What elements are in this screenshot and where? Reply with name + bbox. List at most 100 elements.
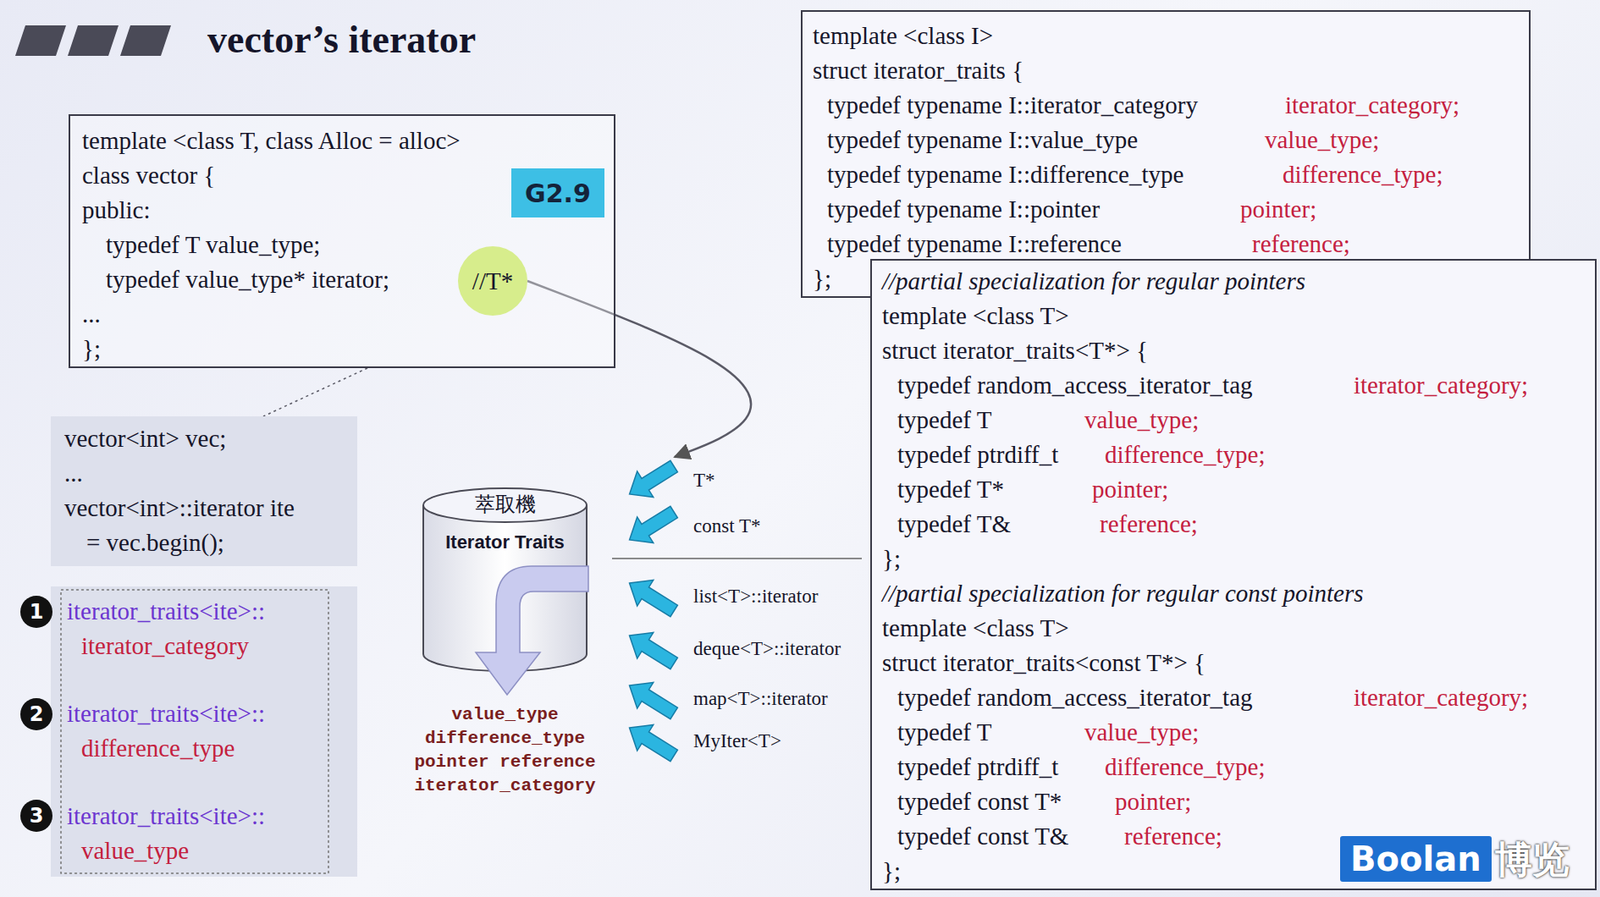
callout-number: 2	[20, 698, 53, 731]
input-arrow: map<T>::iterator	[615, 675, 828, 723]
code-box: template <class I>struct iterator_traits…	[800, 10, 1531, 298]
type-name: deque<T>::iterator	[693, 625, 841, 674]
code-row: ...	[50, 456, 358, 492]
code-row: typedef value_type* iterator;	[70, 262, 614, 298]
code-line: difference_type	[81, 731, 235, 767]
code-row: typedef typename I::pointerpointer;	[802, 192, 1529, 227]
block-arrow	[615, 502, 687, 551]
code-line: typedef T value_type;	[105, 227, 320, 263]
code-line: template <class T>	[882, 298, 1070, 334]
code-row: value_type	[66, 833, 265, 869]
code-line: difference_type;	[1104, 750, 1265, 785]
code-line: iterator_category	[81, 628, 249, 664]
code-line: typedef const T&	[897, 819, 1069, 855]
type-name: list<T>::iterator	[693, 573, 818, 621]
grey-panel	[50, 586, 358, 878]
code-row: iterator_traits<ite>::	[66, 696, 265, 732]
block-arrow-shape	[621, 715, 683, 769]
code-line: //partial specialization for regular con…	[882, 576, 1363, 612]
code-line: ...	[82, 297, 101, 332]
code-row: iterator_traits<ite>::	[66, 594, 265, 629]
badge-text: G2.9	[524, 178, 591, 209]
code-row: = vec.begin();	[50, 525, 358, 561]
code-row: template <class I>	[802, 18, 1529, 54]
block-arrow	[615, 675, 687, 723]
code-row: typedef typename I::iterator_categoryite…	[802, 88, 1529, 123]
block-arrow-shape	[621, 570, 683, 624]
code-line: = vec.begin();	[86, 525, 225, 561]
cylinder-text: Iterator Traits	[421, 530, 589, 555]
callout-number: 1	[20, 595, 53, 629]
block-arrow	[615, 573, 687, 621]
code-line: template <class T>	[882, 611, 1070, 646]
code-line: typedef typename I::value_type	[827, 122, 1138, 158]
code-row: iterator_category	[66, 628, 265, 664]
code-row: template <class T>	[871, 298, 1595, 334]
code-line: typedef typename I::reference	[827, 226, 1122, 262]
query-item: iterator_traits<ite>::value_type	[66, 799, 265, 869]
code-row: //partial specialization for regular poi…	[871, 264, 1595, 299]
input-arrow: MyIter<T>	[615, 717, 782, 766]
code-row: typedef T* pointer;	[871, 472, 1595, 508]
code-line: struct iterator_traits<T*> {	[882, 333, 1148, 369]
code-line: };	[882, 854, 901, 889]
traits-cylinder: 萃取機Iterator Traitsvalue_type difference_…	[421, 486, 589, 674]
dashed-frame	[60, 590, 329, 874]
code-line: value_type	[81, 833, 189, 869]
code-row: typedef ptrdiff_tdifference_type;	[871, 750, 1595, 785]
code-line: value_type;	[1264, 122, 1380, 158]
title-stripe	[15, 25, 67, 56]
code-row: };	[70, 331, 614, 367]
code-line: reference;	[1124, 819, 1223, 855]
code-line: template <class T, class Alloc = alloc>	[82, 123, 461, 159]
code-line: typedef random_access_iterator_tag	[897, 368, 1253, 403]
code-row: template <class T>	[871, 611, 1595, 646]
cylinder-text: value_type difference_type pointer refer…	[413, 703, 596, 799]
code-line: struct iterator_traits<const T*> {	[882, 645, 1206, 681]
input-arrow: T*	[615, 457, 716, 505]
code-line: };	[82, 331, 101, 367]
code-row: ...	[70, 297, 614, 332]
code-line: typedef T	[897, 715, 992, 751]
code-line: struct iterator_traits {	[812, 53, 1024, 89]
block-arrow-shape	[621, 499, 683, 553]
code-line: typedef T	[897, 402, 992, 438]
type-name: const T*	[693, 502, 761, 551]
code-line: pointer;	[1240, 192, 1317, 227]
code-row: difference_type	[66, 731, 265, 767]
code-row: struct iterator_traits<const T*> {	[871, 645, 1595, 681]
code-line: typedef ptrdiff_t	[897, 437, 1059, 473]
code-line: pointer;	[1092, 472, 1169, 508]
watermark: Boolan	[1340, 836, 1492, 883]
code-line: pointer;	[1114, 784, 1192, 820]
code-row: typedef random_access_iterator_tagiterat…	[871, 680, 1595, 716]
query-item: iterator_traits<ite>::difference_type	[66, 696, 265, 767]
code-row: };	[871, 541, 1595, 577]
code-row: typedef T value_type;	[871, 402, 1595, 438]
code-line: template <class I>	[812, 18, 994, 54]
code-line: value_type;	[1084, 402, 1199, 438]
code-row: typedef typename I::difference_typediffe…	[802, 157, 1529, 193]
cylinder-text: 萃取機	[421, 491, 589, 518]
code-row: typedef T value_type;	[871, 715, 1595, 751]
code-line: typedef T*	[897, 472, 1005, 508]
block-arrow	[615, 625, 687, 674]
callout-number: 3	[20, 800, 53, 833]
code-row: iterator_traits<ite>::	[66, 799, 265, 834]
code-line: value_type;	[1084, 715, 1199, 751]
code-row: vector<int>::iterator ite	[50, 491, 358, 526]
code-line: typedef random_access_iterator_tag	[897, 680, 1253, 716]
code-line: typedef const T*	[897, 784, 1062, 820]
block-arrow-shape	[621, 623, 683, 677]
code-line: class vector {	[82, 158, 216, 194]
usage-box: vector<int> vec;...vector<int>::iterator…	[50, 416, 358, 567]
cylinder-shape	[421, 486, 589, 707]
input-arrow: deque<T>::iterator	[615, 625, 841, 674]
code-row: typedef typename I::referencereference;	[802, 226, 1529, 262]
code-line: iterator_traits<ite>::	[66, 696, 265, 732]
code-line: iterator_category;	[1353, 368, 1529, 403]
type-name: T*	[693, 457, 716, 505]
code-row: typedef T&reference;	[871, 507, 1595, 542]
code-line: typedef value_type* iterator;	[105, 262, 390, 298]
code-row: vector<int> vec;	[50, 421, 358, 457]
